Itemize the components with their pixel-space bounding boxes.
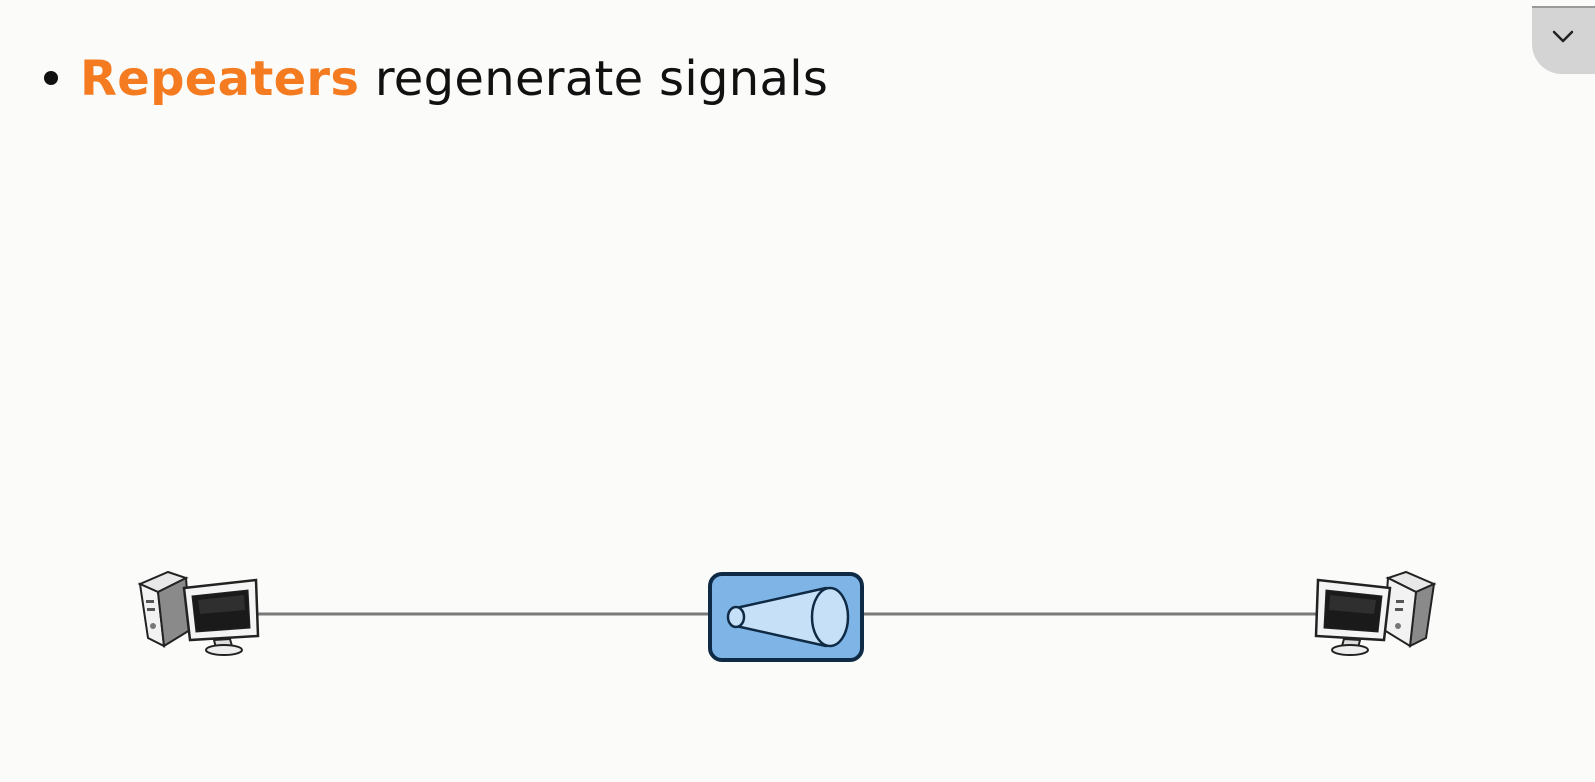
desktop-computer-icon bbox=[137, 570, 260, 656]
highlight-term: Repeaters bbox=[80, 51, 360, 107]
collapse-button[interactable] bbox=[1532, 6, 1595, 74]
bullet-text: regenerate signals bbox=[359, 51, 829, 107]
chevron-down-icon bbox=[1552, 30, 1574, 43]
repeater-node bbox=[708, 572, 864, 662]
desktop-computer-icon bbox=[1314, 570, 1437, 656]
bullet-dot bbox=[44, 71, 58, 85]
bullet-point: Repeaters regenerate signals bbox=[44, 44, 828, 114]
megaphone-icon bbox=[726, 586, 850, 648]
